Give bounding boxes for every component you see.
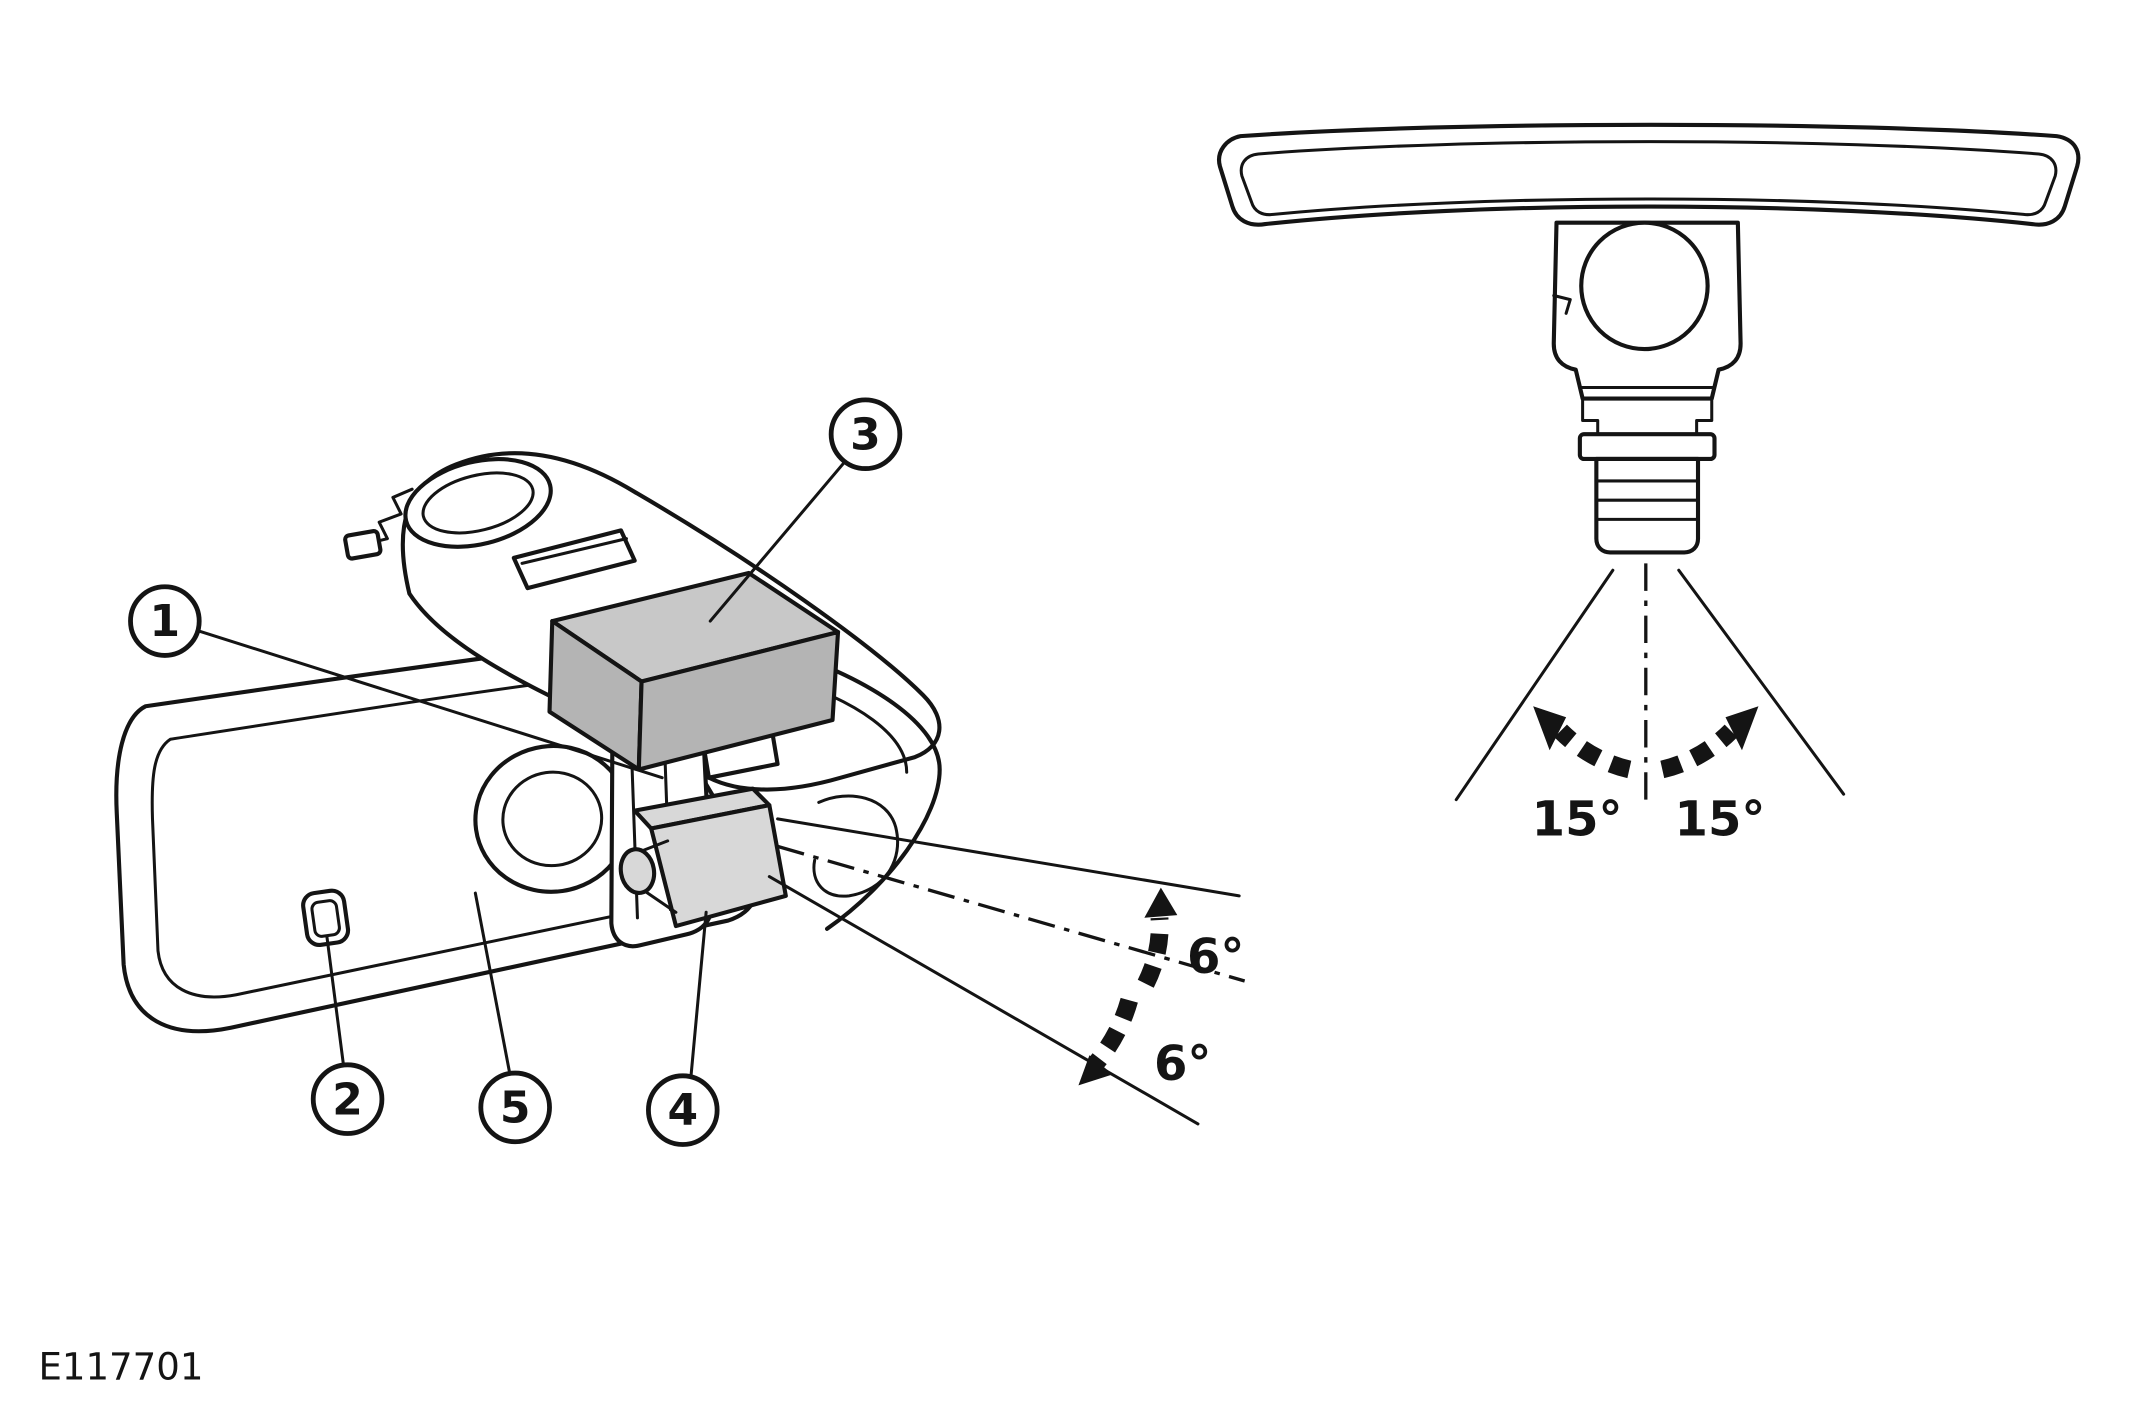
mount-stem-housing — [1551, 220, 1743, 436]
windshield-pad — [403, 457, 553, 549]
callout-2: 2 — [310, 935, 385, 1136]
mount-stem — [1577, 432, 1717, 555]
wiring-harness — [343, 487, 414, 561]
callout-5-number: 5 — [500, 1083, 531, 1134]
callout-4-number: 4 — [667, 1085, 698, 1136]
callout-3: 3 — [708, 397, 903, 623]
mirror-front — [1217, 122, 2081, 227]
swivel-left-angle-label: 15° — [1532, 791, 1623, 847]
tilt-down-arrow — [1078, 997, 1138, 1086]
swivel-right-angle-label: 15° — [1675, 791, 1766, 847]
tilt-fan-lines — [767, 817, 1246, 1126]
mirror-front-inner-line — [1239, 140, 2058, 217]
callout-5: 5 — [473, 891, 552, 1145]
swivel-right-arrow — [1660, 706, 1759, 779]
callout-3-number: 3 — [850, 409, 881, 460]
sensor-module — [547, 570, 841, 772]
callout-4: 4 — [646, 910, 720, 1147]
lower-sensor — [618, 786, 788, 929]
tilt-up-angle-label: 6° — [1187, 929, 1245, 985]
tilt-down-angle-label: 6° — [1154, 1036, 1212, 1092]
bracket-tab — [511, 528, 637, 591]
tilt-up-arrow — [1137, 887, 1178, 988]
ball-joint — [1579, 220, 1710, 352]
swivel-left-arrow — [1533, 706, 1632, 779]
callout-2-number: 2 — [332, 1074, 363, 1125]
callout-1-number: 1 — [150, 596, 181, 647]
tilt-centerline — [777, 844, 1246, 983]
swivel-fan-lines — [1454, 563, 1846, 802]
left-view: 6° 6° 1 2 3 4 5 — [114, 397, 1246, 1147]
figure-id: E117701 — [38, 1345, 203, 1388]
callout-1: 1 — [128, 584, 664, 780]
right-view: 15° 15° — [1217, 122, 2081, 847]
